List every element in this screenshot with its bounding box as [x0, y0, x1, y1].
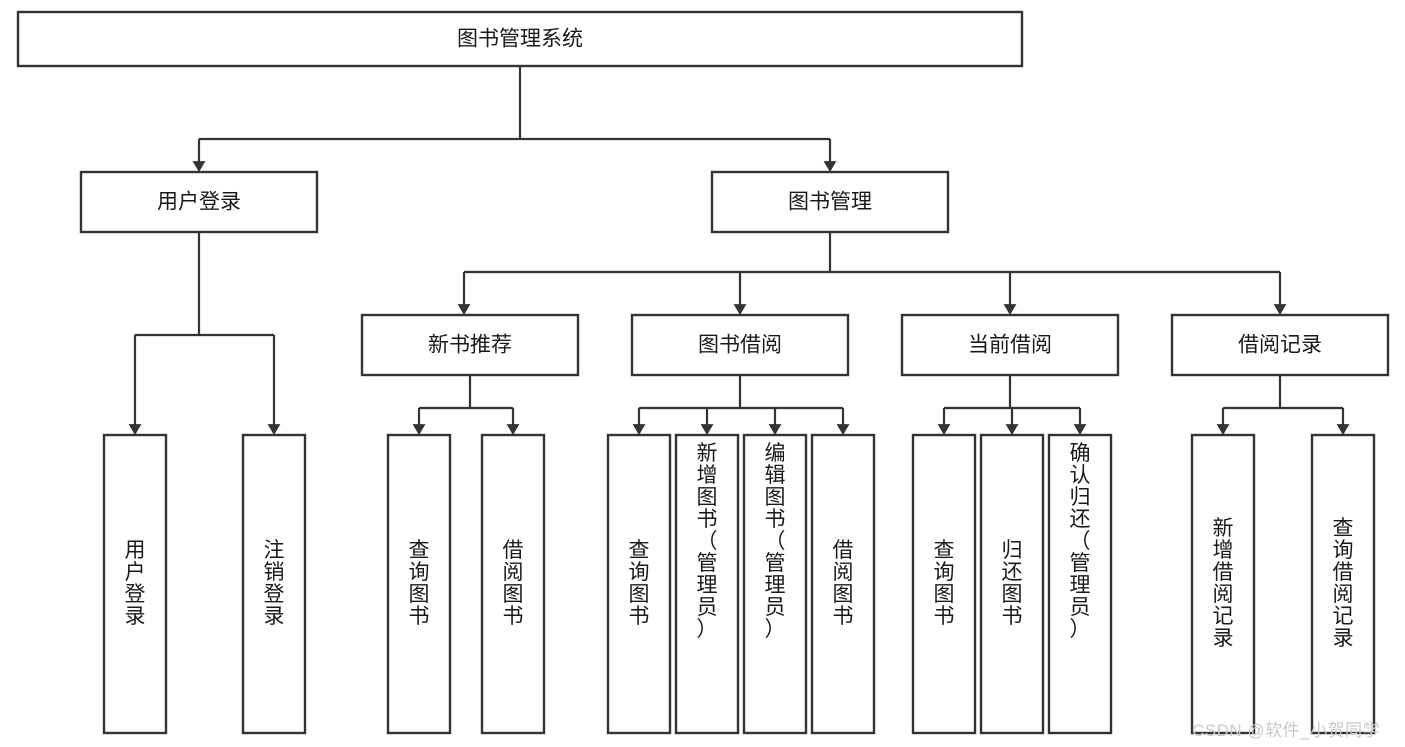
node-box-leaf-edit-book[interactable]: [742, 433, 808, 735]
node-box-leaf-query-book-3[interactable]: [911, 433, 977, 735]
node-box-leaf-user-login[interactable]: [102, 433, 168, 735]
node-box-borrow-record[interactable]: [1170, 313, 1390, 377]
watermark-credit: CSDN @软件_小贺同学: [1192, 721, 1381, 740]
node-box-leaf-query-book-2[interactable]: [606, 433, 672, 735]
node-label-new-book-recommend: 新书推荐: [428, 334, 512, 357]
node-label-current-borrow: 当前借阅: [968, 334, 1052, 357]
node-label-borrow-record: 借阅记录: [1238, 334, 1322, 357]
node-layer: 图书管理系统 用户登录 图书管理 新书推荐 图书借阅 当前借阅 借阅记录: [16, 10, 1390, 735]
connector-layer: [128, 66, 1350, 436]
node-box-book-mgmt[interactable]: [710, 170, 950, 234]
node-box-leaf-add-book[interactable]: [674, 433, 740, 735]
node-label-user-login: 用户登录: [157, 191, 241, 214]
node-box-leaf-query-book-1[interactable]: [386, 433, 452, 735]
node-box-leaf-query-record[interactable]: [1310, 433, 1376, 735]
node-box-leaf-logout[interactable]: [241, 433, 307, 735]
node-box-new-book-recommend[interactable]: [360, 313, 580, 377]
node-box-root[interactable]: [16, 10, 1024, 68]
node-box-leaf-confirm-return[interactable]: [1047, 433, 1113, 735]
node-label-root: 图书管理系统: [457, 28, 583, 51]
node-label-book-mgmt: 图书管理: [788, 191, 872, 214]
node-label-book-borrow: 图书借阅: [698, 334, 782, 357]
node-box-leaf-add-record[interactable]: [1190, 433, 1256, 735]
node-box-current-borrow[interactable]: [900, 313, 1120, 377]
node-box-leaf-return-book[interactable]: [979, 433, 1045, 735]
node-box-leaf-borrow-book-2[interactable]: [810, 433, 876, 735]
node-box-user-login[interactable]: [79, 170, 319, 234]
node-box-leaf-borrow-book-1[interactable]: [480, 433, 546, 735]
node-box-book-borrow[interactable]: [630, 313, 850, 377]
